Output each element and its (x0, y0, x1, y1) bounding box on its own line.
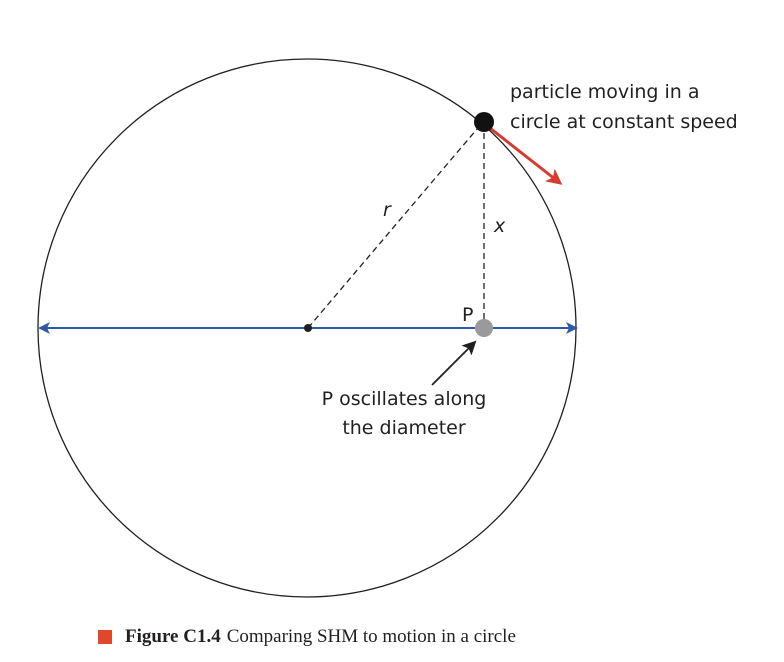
particle-label-line1: particle moving in a (510, 81, 700, 103)
displacement-label: x (493, 215, 506, 237)
radius-line (307, 121, 484, 329)
centre-dot (304, 324, 312, 332)
figure-number: Figure C1.4 (125, 626, 221, 647)
particle (474, 112, 494, 132)
pointer-arrow (431, 340, 477, 386)
particle-label-line2: circle at constant speed (510, 111, 738, 133)
radius-label: r (383, 199, 392, 221)
figure-caption: Figure C1.4 Comparing SHM to motion in a… (98, 624, 516, 650)
point-p (475, 319, 493, 337)
point-p-label: P (462, 304, 473, 326)
figure-caption-text: Comparing SHM to motion in a circle (226, 626, 516, 647)
caption-square-icon (98, 630, 112, 644)
oscillation-label-line2: the diameter (342, 417, 466, 439)
oscillation-label-line1: P oscillates along (322, 388, 487, 410)
velocity-arrow (485, 123, 563, 185)
